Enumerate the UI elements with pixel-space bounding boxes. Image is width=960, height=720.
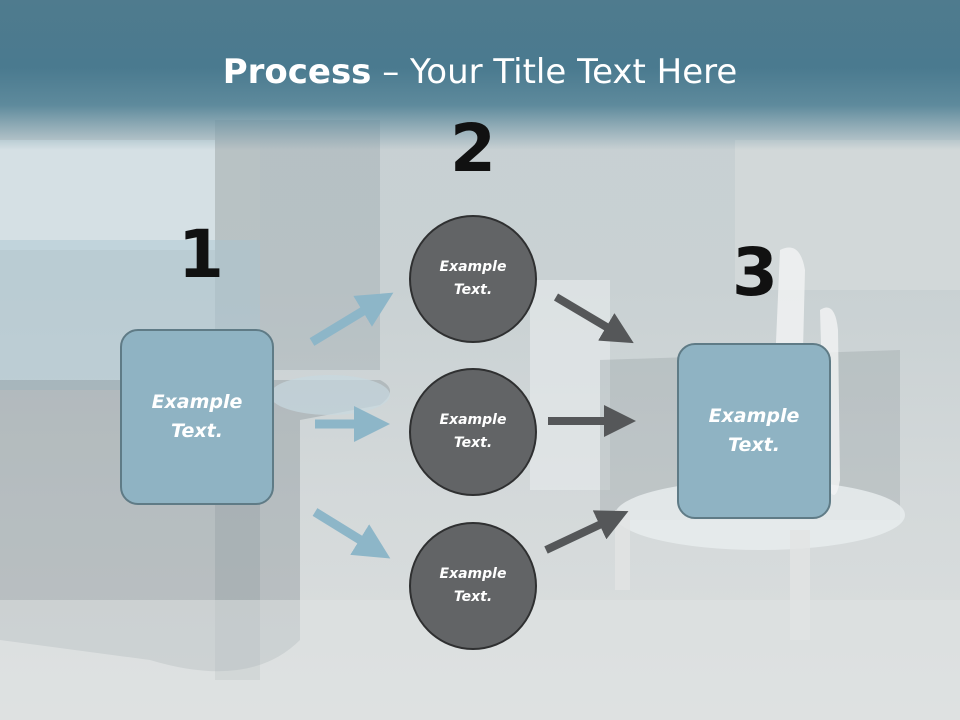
circle-top: Example Text. (409, 215, 537, 343)
title-bold: Process (222, 52, 372, 92)
step-box-right-text: Example Text. (708, 405, 800, 456)
circle-bottom: Example Text. (409, 522, 537, 650)
circle-top-text: Example Text. (439, 259, 507, 298)
circle-middle-text: Example Text. (439, 412, 507, 451)
step-box-left-text: Example Text. (151, 391, 243, 442)
step-number-2: 2 (450, 110, 496, 187)
step-box-right: Example Text. (677, 343, 831, 519)
step-number-3: 3 (732, 234, 778, 311)
step-box-left: Example Text. (120, 329, 274, 505)
title-band (0, 0, 960, 150)
title-rest: – Your Title Text Here (371, 52, 738, 92)
circle-bottom-text: Example Text. (439, 566, 507, 605)
page-title: Process – Your Title Text Here (0, 52, 960, 92)
step-number-1: 1 (178, 216, 224, 293)
circle-middle: Example Text. (409, 368, 537, 496)
